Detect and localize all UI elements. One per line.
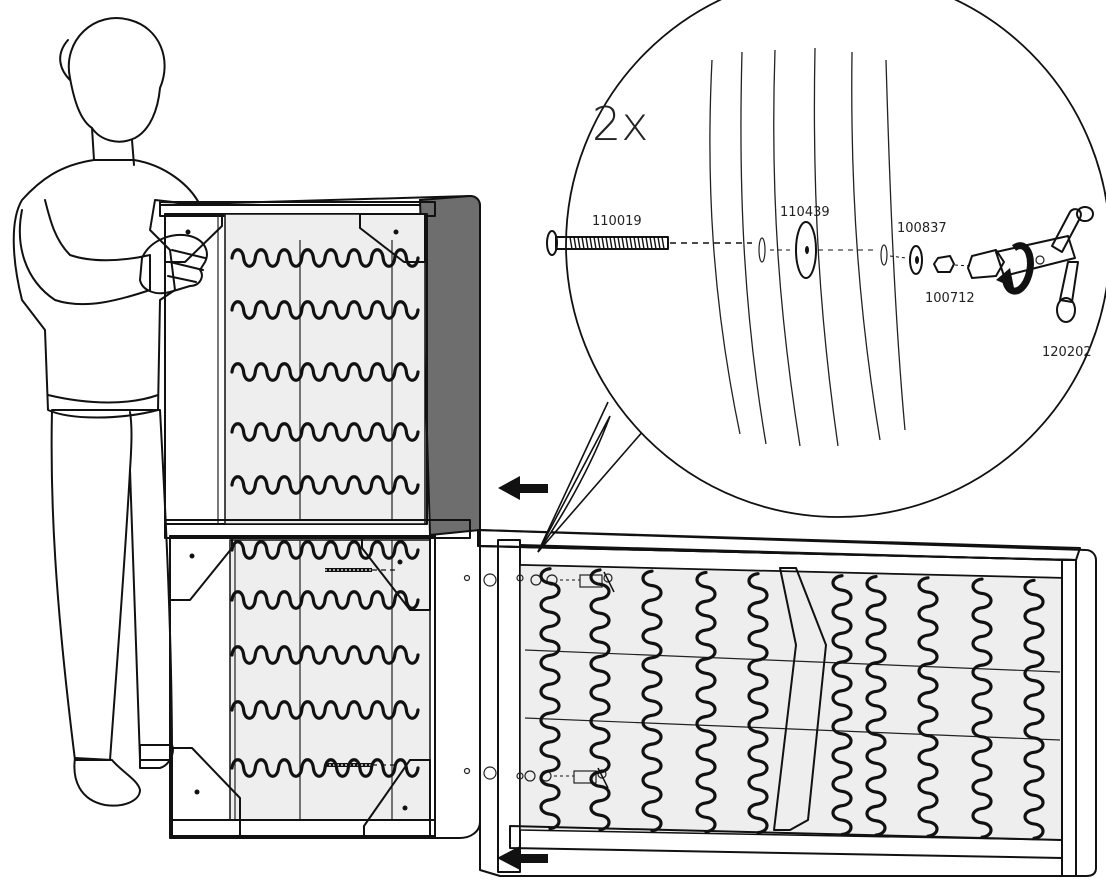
person-figure — [14, 18, 207, 806]
arrow-left-icon — [498, 476, 548, 500]
part-number-wrench: 120202 — [1042, 345, 1092, 360]
detail-callout — [538, 0, 1106, 552]
arrow-left-icon-bottom — [497, 846, 548, 870]
quantity-label: 2x — [592, 97, 649, 151]
part-number-nut: 100712 — [925, 291, 975, 306]
part-number-bolt: 110019 — [592, 214, 642, 229]
part-number-plate: 110439 — [780, 205, 830, 220]
upright-backrest-frame — [160, 196, 480, 838]
part-number-washer: 100837 — [897, 221, 947, 236]
horizontal-seat-frame — [465, 530, 1097, 876]
